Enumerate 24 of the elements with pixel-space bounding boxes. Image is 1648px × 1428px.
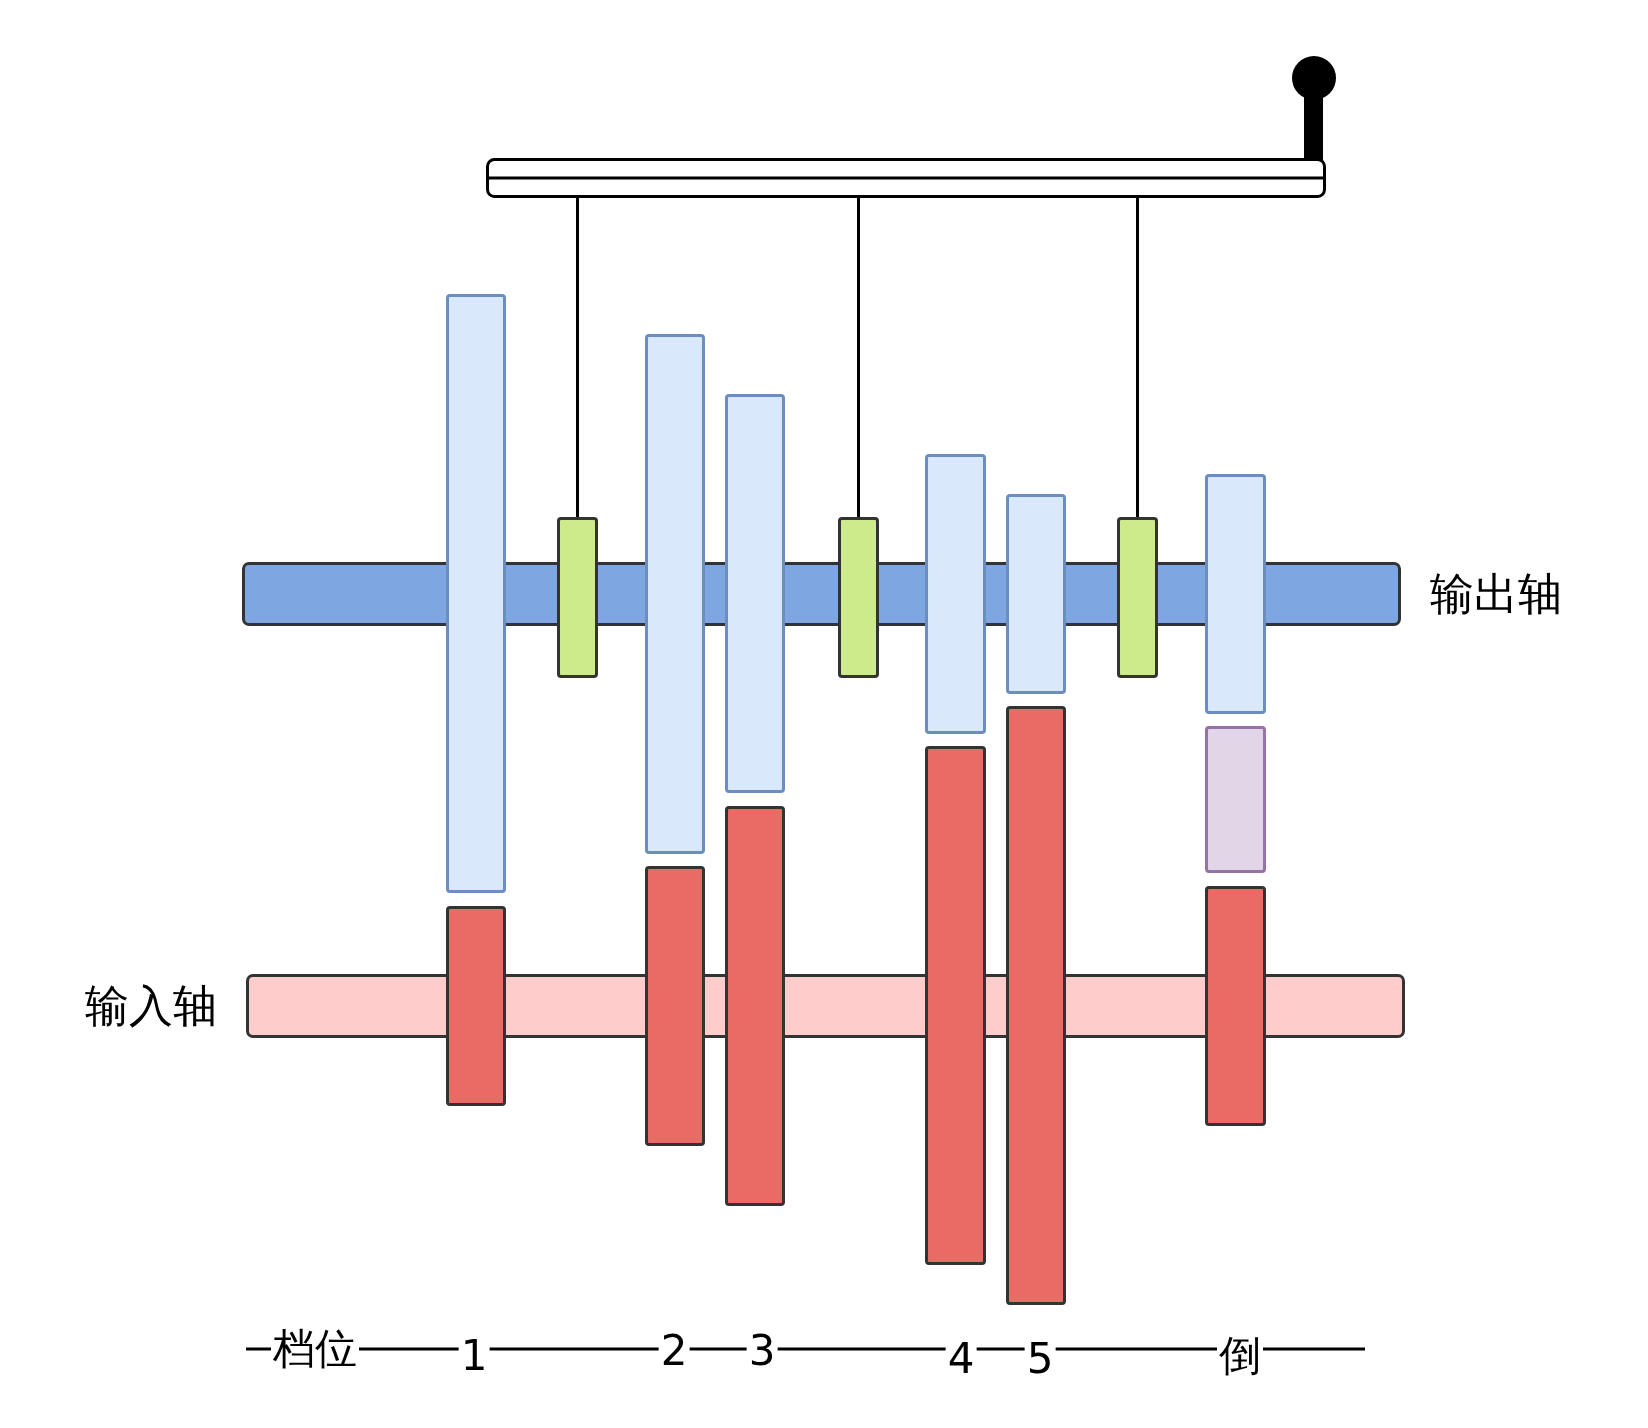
shaft-label: 输入轴	[85, 984, 217, 1028]
idler-gear	[1205, 726, 1266, 873]
shaft-label: 输出轴	[1430, 572, 1562, 616]
gear	[1205, 886, 1266, 1126]
gear	[645, 334, 705, 854]
shift-rod	[1136, 198, 1139, 517]
gear-number: 倒	[1217, 1335, 1263, 1377]
gear	[1006, 494, 1066, 694]
gear	[446, 906, 506, 1106]
shift-rod	[576, 198, 579, 517]
gear	[1205, 474, 1266, 714]
gear	[725, 806, 785, 1206]
shift-rail	[486, 158, 1326, 198]
shift-rod	[857, 198, 860, 517]
gear	[725, 394, 785, 793]
gear	[925, 746, 986, 1265]
axis-label: 档位	[271, 1328, 359, 1370]
synchronizer-sleeve	[838, 517, 879, 678]
gear	[1006, 706, 1066, 1305]
synchronizer-sleeve	[557, 517, 598, 678]
gear	[925, 454, 986, 734]
gear	[645, 866, 705, 1146]
synchronizer-sleeve	[1117, 517, 1158, 678]
gear	[446, 294, 506, 893]
